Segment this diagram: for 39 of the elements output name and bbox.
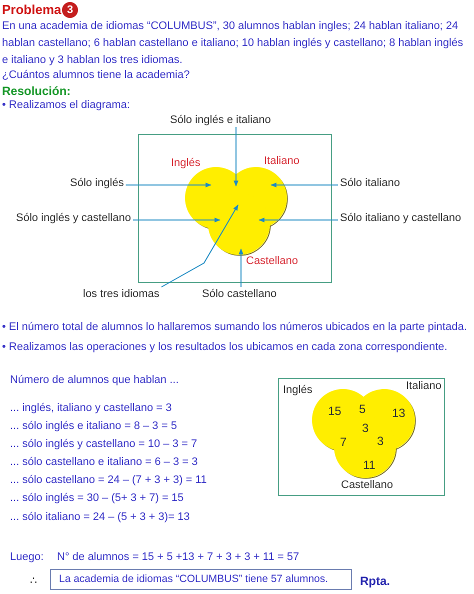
resolution-heading: Resolución: xyxy=(2,84,71,98)
equation-text: ... sólo italiano = 24 – (5 + 3 + 3)= 13 xyxy=(10,511,190,523)
equation-text: ... sólo inglés e italiano = 8 – 3 = 5 xyxy=(10,420,177,432)
region-label: Sólo inglés y castellano xyxy=(16,212,131,224)
answer-marker: Rpta. xyxy=(360,574,390,588)
problem-number-badge: 3 xyxy=(62,2,78,18)
set-label: Castellano xyxy=(246,255,298,267)
bullet-text: • Realizamos las operaciones y los resultados los ubicamos en cada zona correspondiente. xyxy=(2,341,448,353)
bullet-text: • Realizamos el diagrama: xyxy=(2,99,130,111)
equation-text: ... sólo castellano e italiano = 6 – 3 = 3 xyxy=(10,456,198,468)
region-label: Sólo italiano y castellano xyxy=(340,212,462,224)
set-label: Italiano xyxy=(406,380,442,392)
region-label: Sólo castellano xyxy=(202,288,277,300)
answer-box: La academia de idiomas “COLUMBUS” tiene 57 alumnos. xyxy=(50,569,352,590)
equation-text: ... sólo inglés = 30 – (5+ 3 + 7) = 15 xyxy=(10,492,184,504)
problem-heading: Problema xyxy=(2,2,62,17)
bullet-text: • El número total de alumnos lo hallaremos sumando los números ubicados en la parte pintada. xyxy=(2,321,467,333)
question-text: ¿Cuántos alumnos tiene la academia? xyxy=(2,69,190,81)
list-heading: Número de alumnos que hablan ... xyxy=(10,374,179,386)
universe-rectangle xyxy=(138,134,332,283)
set-label: Italiano xyxy=(264,155,300,167)
set-label: Inglés xyxy=(283,384,312,396)
set-label: Castellano xyxy=(341,479,393,491)
equation-text: ... sólo castellano = 24 – (7 + 3 + 3) = 11 xyxy=(10,474,207,486)
leader-arrow xyxy=(125,182,212,188)
problem-statement: En una academia de idiomas “COLUMBUS”, 30 alumnos hablan ingles; 24 hablan italiano; 24 hablan castellano; 6 hablan castellano e italiano; 10 hablan inglés y castellano; 8 hablan inglés e italiano y 3 hablan los tres idiomas. xyxy=(2,19,464,68)
equation-text: N° de alumnos = 15 + 5 +13 + 7 + 3 + 3 + 11 = 57 xyxy=(57,551,300,563)
therefore-symbol: ∴ xyxy=(30,574,37,587)
region-label: Sólo italiano xyxy=(340,177,400,189)
region-label: Sólo inglés e italiano xyxy=(170,114,271,126)
conclusion-label: Luego: xyxy=(10,551,44,563)
leader-arrow xyxy=(160,204,238,288)
leader-arrow xyxy=(270,182,338,188)
set-label: Inglés xyxy=(171,157,200,169)
region-label: los tres idiomas xyxy=(83,288,160,300)
equation-text: ... sólo inglés y castellano = 10 – 3 = 7 xyxy=(10,438,198,450)
leader-arrow xyxy=(238,248,244,288)
equation-text: ... inglés, italiano y castellano = 3 xyxy=(10,402,172,414)
region-label: Sólo inglés xyxy=(70,177,124,189)
